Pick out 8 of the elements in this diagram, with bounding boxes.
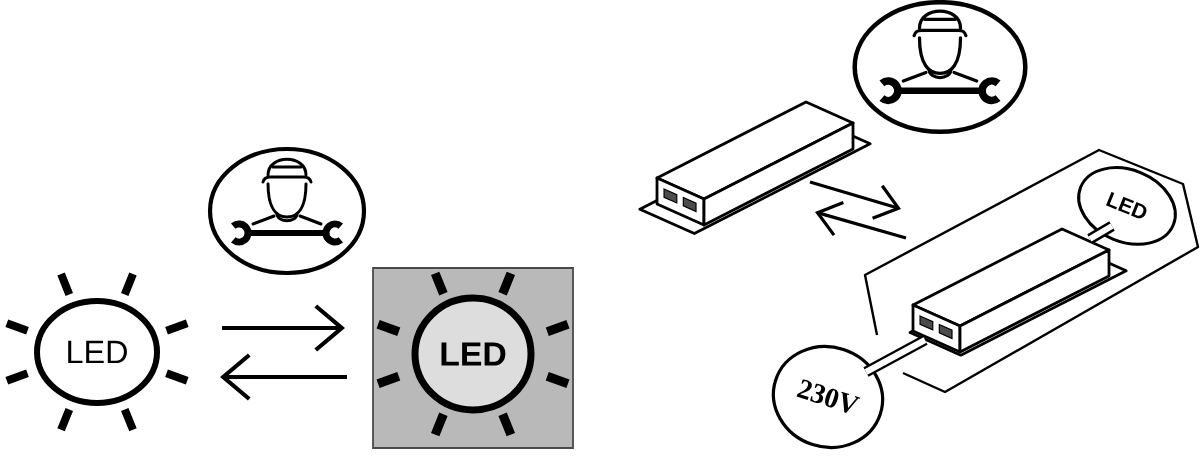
arrow [809, 180, 901, 220]
arrow [220, 353, 347, 401]
cable [863, 335, 928, 377]
cable [1087, 221, 1115, 244]
driver-drawing [638, 100, 872, 235]
arrow [815, 200, 907, 240]
arrow [222, 304, 345, 352]
driver-drawing [908, 227, 1128, 357]
